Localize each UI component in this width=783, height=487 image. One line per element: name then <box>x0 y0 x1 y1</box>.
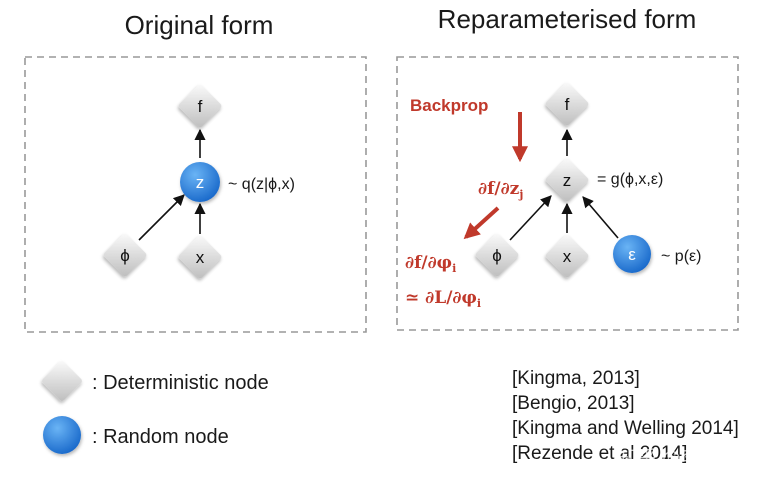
node-x: x <box>178 235 222 279</box>
node-eps: ε <box>613 235 651 273</box>
backprop-label: Backprop <box>410 96 488 115</box>
node-f-label: f <box>198 97 203 116</box>
reference-4: [Rezende et al 2014] <box>512 443 687 464</box>
node-z-reparam: z <box>545 158 589 202</box>
legend: : Deterministic node : Random node <box>42 361 269 454</box>
node-z-reparam-label: z <box>563 171 572 190</box>
node-f: f <box>178 84 222 128</box>
reference-2: [Bengio, 2013] <box>512 393 635 414</box>
node-z-label: z <box>196 173 205 192</box>
legend-deterministic-icon <box>42 361 82 401</box>
reference-3: [Kingma and Welling 2014] <box>512 418 739 439</box>
backprop-diagonal-arrow <box>463 206 500 240</box>
node-f-reparam: f <box>545 82 589 126</box>
legend-random-label: : Random node <box>92 426 229 448</box>
node-phi: ϕ <box>103 233 147 277</box>
node-f-reparam-label: f <box>565 95 570 114</box>
legend-random-icon <box>43 416 81 454</box>
z-function-label: = g(ϕ,x,ε) <box>597 171 663 188</box>
grad-f-wrt-phi: ∂f/∂φi <box>405 253 456 275</box>
reference-1: [Kingma, 2013] <box>512 368 640 389</box>
original-edges <box>138 128 206 241</box>
grad-L-wrt-phi: ≃ ∂L/∂φi <box>405 288 481 310</box>
edge-eps-to-z <box>582 196 619 239</box>
node-x-reparam: x <box>545 234 589 278</box>
node-phi-reparam-label: ϕ <box>492 246 502 265</box>
original-panel-border <box>24 56 367 333</box>
node-eps-label: ε <box>628 245 636 264</box>
node-z: z <box>180 162 220 202</box>
node-phi-reparam: ϕ <box>475 233 519 277</box>
node-phi-label: ϕ <box>120 246 130 265</box>
references: [Kingma, 2013] [Bengio, 2013] [Kingma an… <box>512 368 739 464</box>
original-form-title: Original form <box>125 10 274 40</box>
edge-phi-to-z-reparam <box>509 195 552 241</box>
reparam-panel-border <box>396 56 739 331</box>
eps-distribution-label: ~ p(ε) <box>661 248 701 265</box>
reparam-edges <box>509 128 619 241</box>
grad-f-wrt-z: ∂f/∂zj <box>478 179 523 201</box>
edge-phi-to-z <box>138 194 185 241</box>
reparam-form-title: Reparameterised form <box>438 4 697 34</box>
node-x-label: x <box>196 248 205 267</box>
node-x-reparam-label: x <box>563 247 572 266</box>
legend-deterministic-label: : Deterministic node <box>92 372 269 394</box>
z-distribution-label: ~ q(z|ϕ,x) <box>228 176 295 193</box>
watermark: 知乎 @李新春 <box>618 447 738 469</box>
